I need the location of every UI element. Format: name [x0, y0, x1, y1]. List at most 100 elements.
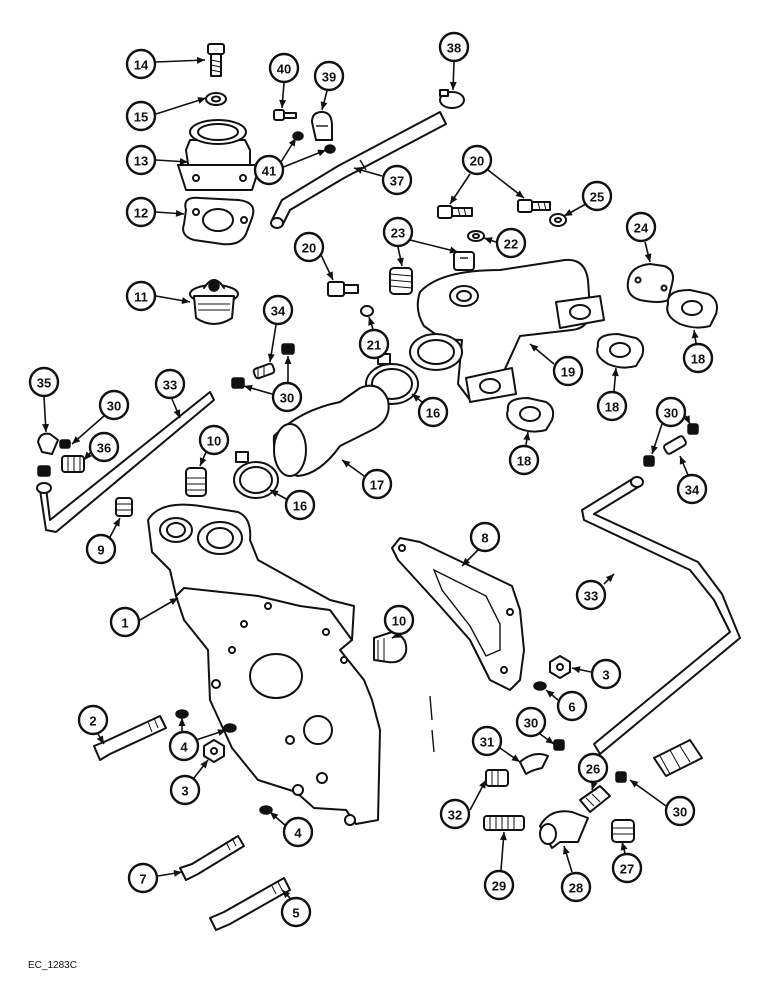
fitting-34-upper	[252, 362, 276, 380]
callout-40-arrowhead-1	[279, 99, 287, 108]
callout-9-label: 9	[97, 543, 104, 558]
callout-23-arrowhead-2	[449, 246, 458, 254]
callout-21-arrowhead-1	[368, 317, 375, 326]
callout-38-label: 38	[447, 41, 461, 56]
plate-8	[391, 537, 525, 691]
callout-23-leader-2	[409, 239, 459, 253]
nut-3-left	[203, 739, 225, 763]
callout-4a-circle	[168, 730, 200, 762]
callout-23: 23	[382, 216, 414, 248]
bolt-20-upper-left	[437, 205, 473, 219]
callout-32-arrowhead-1	[479, 780, 486, 789]
callout-20a-label: 20	[470, 154, 484, 169]
callout-7-label: 7	[139, 872, 146, 887]
bolt-20-upper-right	[517, 199, 551, 213]
callout-19-label: 19	[561, 365, 575, 380]
callout-10b-circle	[383, 604, 415, 636]
callout-12-circle	[125, 196, 157, 228]
callout-16a-arrowhead-1	[412, 394, 421, 402]
callout-7-arrowhead-1	[173, 869, 182, 877]
cover-plate-24	[626, 263, 674, 303]
callout-26: 26	[577, 752, 609, 784]
callout-20b: 20	[293, 231, 325, 263]
callout-27-circle	[611, 852, 643, 884]
callout-19-circle	[552, 355, 584, 387]
callout-3a-circle	[590, 658, 622, 690]
callout-10a-circle	[198, 424, 230, 456]
callout-19-arrowhead-1	[530, 344, 539, 352]
callout-1: 1	[109, 606, 141, 638]
callout-30a-arrowhead-1	[244, 384, 253, 392]
callout-34b: 34	[676, 473, 708, 505]
callout-41-circle	[253, 154, 285, 186]
callout-27-arrowhead-1	[620, 842, 628, 851]
callout-14: 14	[125, 48, 157, 80]
callout-21-circle	[358, 328, 390, 360]
washer-6	[533, 681, 547, 691]
callout-14-label: 14	[134, 58, 149, 73]
callout-27-label: 27	[620, 862, 634, 877]
bolt-20-middle	[327, 281, 359, 297]
callout-30c-arrowhead-2	[683, 415, 690, 424]
callout-9: 9	[85, 533, 117, 565]
screw-40	[273, 109, 297, 121]
callout-4b-circle	[282, 816, 314, 848]
callout-34a-label: 34	[271, 304, 286, 319]
callout-33b-label: 33	[584, 589, 598, 604]
housing-1	[147, 503, 381, 826]
callout-33a-label: 33	[163, 378, 177, 393]
callout-30c-label: 30	[664, 406, 678, 421]
callout-32: 32	[439, 798, 471, 830]
callout-3b-arrowhead-1	[200, 760, 208, 769]
callout-38-arrowhead-1	[449, 81, 457, 90]
callout-2: 2	[77, 704, 109, 736]
callout-4a-arrowhead-2	[217, 729, 226, 736]
callout-7-circle	[127, 862, 159, 894]
callout-5-label: 5	[292, 906, 299, 921]
callout-30a-circle	[271, 381, 303, 413]
tee-28	[539, 810, 589, 849]
callout-10b-label: 10	[392, 614, 406, 629]
callout-36-circle	[88, 431, 120, 463]
callout-13-circle	[125, 144, 157, 176]
elbow-31	[519, 753, 549, 775]
callout-4b-arrowhead-1	[270, 812, 279, 820]
callout-3a: 3	[590, 658, 622, 690]
callout-15-arrowhead-1	[197, 97, 206, 104]
callout-3a-arrowhead-1	[572, 666, 581, 674]
callout-10a-arrowhead-1	[199, 457, 207, 466]
callout-39-label: 39	[322, 70, 336, 85]
callout-6: 6	[556, 690, 588, 722]
callout-11: 11	[125, 280, 157, 312]
callout-13-label: 13	[134, 154, 148, 169]
callout-30c: 30	[655, 396, 687, 428]
callout-30e-circle	[664, 795, 696, 827]
bolt-5	[209, 877, 291, 931]
callout-35-label: 35	[37, 376, 51, 391]
callout-30d: 30	[515, 706, 547, 738]
callout-37-circle	[381, 164, 413, 196]
callout-20b-arrowhead-1	[326, 271, 333, 280]
callout-8-label: 8	[481, 531, 488, 546]
callout-8: 8	[469, 521, 501, 553]
callout-3a-label: 3	[602, 668, 609, 683]
callout-31-arrowhead-1	[511, 754, 520, 762]
pipe-33-left	[36, 391, 215, 533]
callout-34b-arrowhead-1	[679, 456, 687, 465]
callout-28-label: 28	[569, 881, 583, 896]
callout-29-arrowhead-1	[499, 832, 507, 841]
callout-41: 41	[253, 154, 285, 186]
figure-code: EC_1283C	[28, 960, 77, 971]
nut-3-right	[549, 655, 571, 679]
callout-25-label: 25	[590, 190, 604, 205]
fitting-36	[61, 455, 85, 473]
callout-18b-arrowhead-1	[611, 368, 619, 377]
callout-3b: 3	[169, 774, 201, 806]
callout-15: 15	[125, 100, 157, 132]
callout-18b: 18	[596, 390, 628, 422]
bolt-7	[179, 835, 245, 881]
callout-35-arrowhead-1	[42, 423, 50, 432]
plug-10-upper	[185, 467, 207, 497]
callout-12-label: 12	[134, 206, 148, 221]
callout-17-circle	[361, 468, 393, 500]
